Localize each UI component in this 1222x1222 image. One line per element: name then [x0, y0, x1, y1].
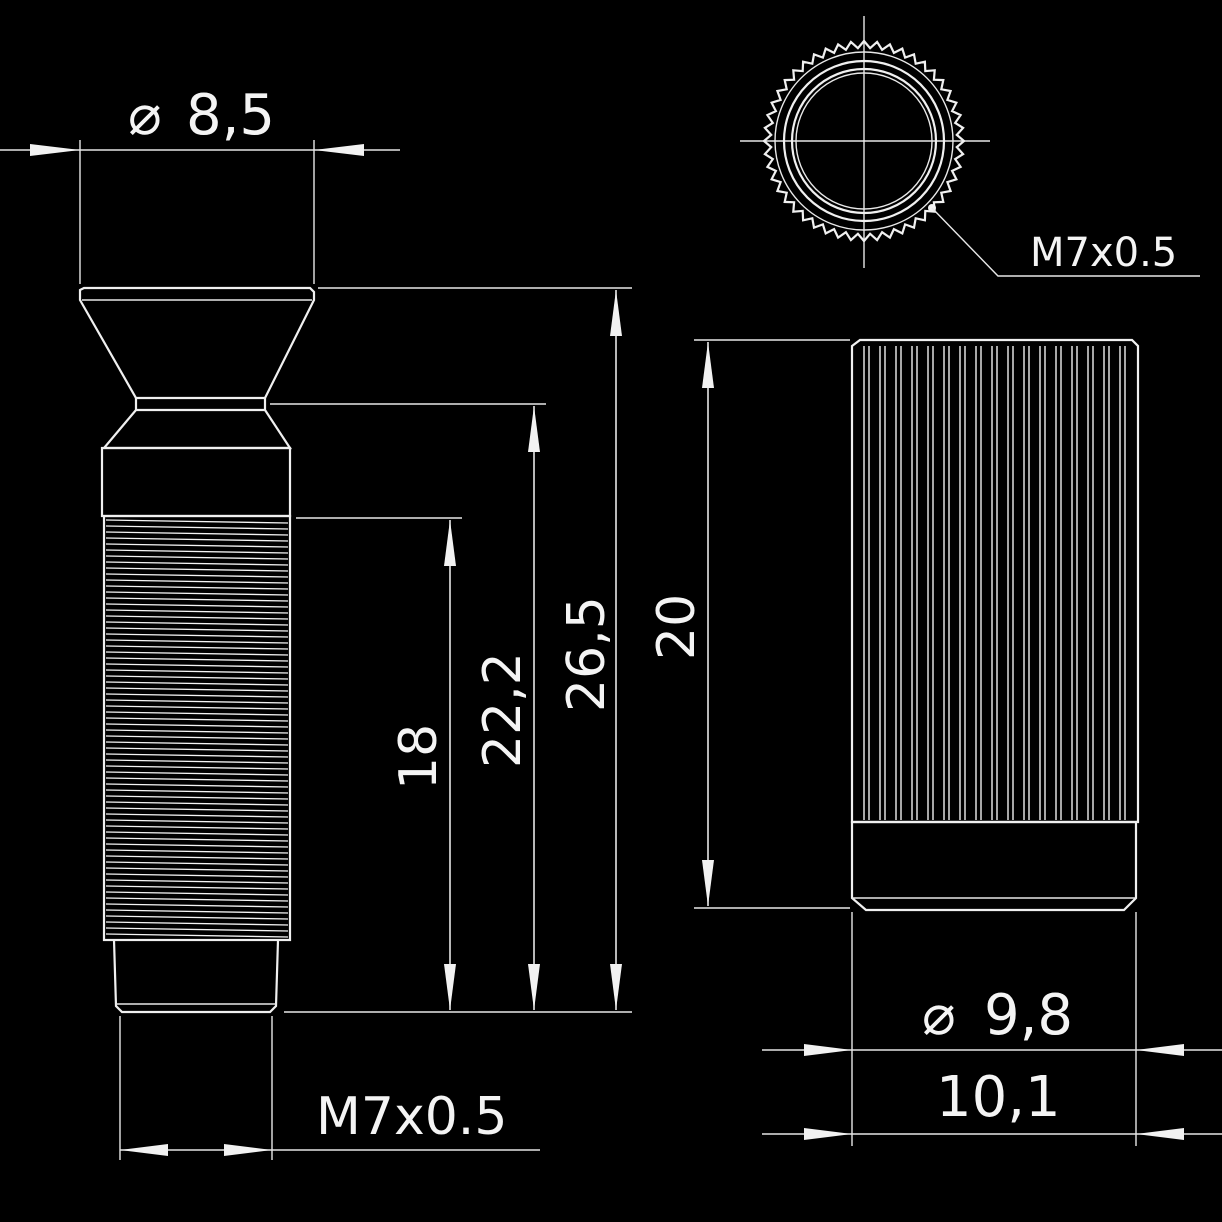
- dim-length-22: 22,2: [473, 406, 540, 1010]
- nut-height-label: 20: [647, 594, 707, 660]
- dim-length-26: 26,5: [557, 290, 622, 1010]
- bolt-thread-label: M7x0.5: [316, 1087, 507, 1147]
- bolt-tip: [112, 939, 280, 1014]
- bolt-thread: [102, 514, 292, 942]
- dim-head-diameter: ⌀ 8,5: [0, 83, 400, 284]
- bolt-shoulder: [101, 398, 293, 450]
- head-diameter-symbol: ⌀: [128, 83, 162, 148]
- length-22-label: 22,2: [473, 652, 533, 768]
- dim-thread-length: 18: [389, 520, 456, 1010]
- nut-thread-label: M7x0.5: [1030, 230, 1177, 276]
- head-diameter-label: 8,5: [186, 83, 275, 148]
- thread-pattern: [105, 519, 289, 938]
- nut-top-view: M7x0.5: [740, 16, 1200, 277]
- bolt-head: [78, 286, 316, 400]
- thread-length-label: 18: [389, 724, 449, 790]
- bolt-shank: [100, 446, 292, 518]
- knurl-ring: [762, 39, 966, 243]
- bolt: [78, 286, 316, 1014]
- dim-nut-width: ⌀ 9,8 10,1: [762, 912, 1222, 1146]
- knurl-pattern: [863, 346, 1126, 820]
- dim-nut-height: 20: [647, 339, 850, 909]
- nut-inner-diameter-label: 9,8: [984, 983, 1073, 1048]
- length-26-label: 26,5: [557, 596, 617, 712]
- dim-bolt-thread: M7x0.5: [119, 1016, 540, 1160]
- nut-side-view: [850, 338, 1140, 912]
- nut-outer-width-label: 10,1: [936, 1065, 1061, 1130]
- nut-diameter-symbol: ⌀: [922, 983, 956, 1048]
